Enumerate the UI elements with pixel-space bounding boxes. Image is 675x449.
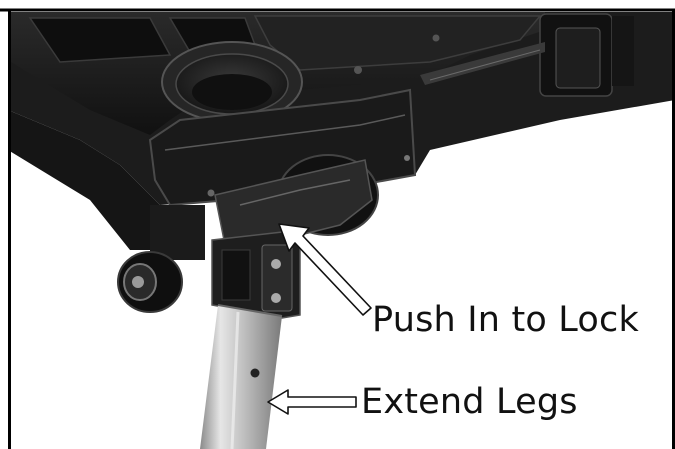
leg-hinge bbox=[211, 154, 379, 319]
push-in-to-lock-label: Push In to Lock bbox=[372, 300, 639, 340]
image-frame bbox=[0, 8, 675, 449]
arrow-up-left-icon bbox=[278, 223, 372, 316]
workbench-top bbox=[8, 12, 675, 250]
arrow-left-icon bbox=[267, 389, 357, 415]
extend-legs-label: Extend Legs bbox=[361, 382, 578, 422]
caster-wheel bbox=[117, 205, 205, 313]
extendable-leg bbox=[200, 304, 283, 449]
